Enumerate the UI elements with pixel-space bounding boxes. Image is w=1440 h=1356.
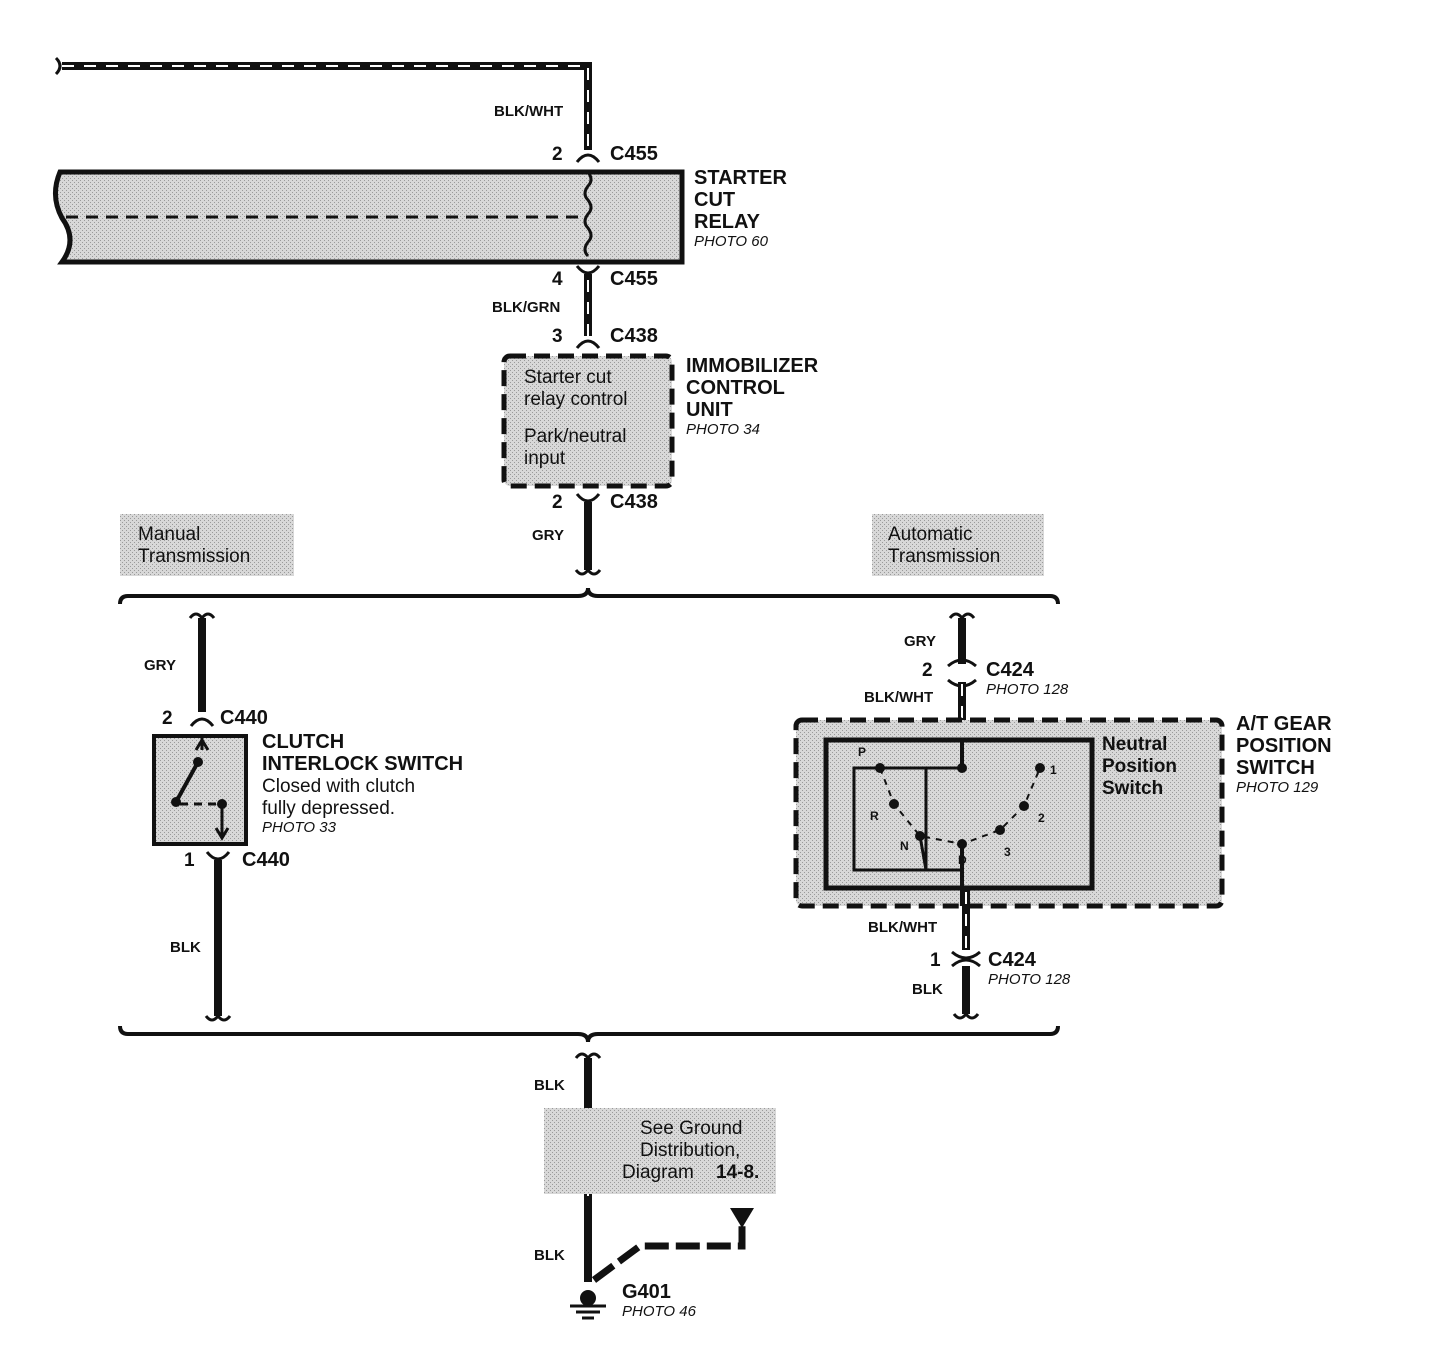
svg-text:C455: C455: [610, 143, 658, 165]
svg-text:Switch: Switch: [1102, 778, 1163, 799]
svg-text:1: 1: [184, 850, 195, 871]
starter-cut-relay-title: STARTER: [694, 167, 788, 189]
svg-text:PHOTO 128: PHOTO 128: [986, 681, 1069, 698]
svg-text:BLK/GRN: BLK/GRN: [492, 299, 560, 316]
connector-c438-bottom: 2 C438: [552, 491, 658, 513]
clutch-switch-title: CLUTCH: [262, 731, 344, 753]
svg-text:3: 3: [1004, 845, 1011, 859]
svg-text:D: D: [958, 853, 967, 867]
clutch-interlock-switch: [152, 734, 248, 846]
svg-text:PHOTO 46: PHOTO 46: [622, 1303, 697, 1320]
svg-text:GRY: GRY: [144, 657, 176, 674]
svg-text:14-8.: 14-8.: [716, 1162, 759, 1183]
note-automatic-transmission: Automatic Transmission: [872, 514, 1044, 576]
branch-bracket-top: [118, 587, 1060, 605]
wire-auto-in: [948, 612, 976, 664]
svg-text:Transmission: Transmission: [888, 546, 1000, 567]
at-gear-position-switch: [793, 717, 1225, 909]
svg-text:C424: C424: [988, 949, 1037, 971]
svg-text:SWITCH: SWITCH: [1236, 757, 1315, 779]
svg-text:4: 4: [552, 269, 563, 290]
svg-text:C440: C440: [220, 707, 268, 729]
svg-text:BLK: BLK: [170, 939, 201, 956]
wire-manual-out: [204, 860, 232, 1022]
wire-immob-out: [574, 502, 602, 576]
svg-text:BLK: BLK: [912, 981, 943, 998]
svg-text:N: N: [900, 839, 909, 853]
svg-text:PHOTO 128: PHOTO 128: [988, 971, 1071, 988]
immobilizer-control-unit: [501, 353, 675, 489]
svg-text:C424: C424: [986, 659, 1035, 681]
svg-text:PHOTO 129: PHOTO 129: [1236, 779, 1319, 796]
ground-name: G401: [622, 1281, 671, 1303]
svg-text:2: 2: [162, 708, 173, 729]
svg-text:Distribution,: Distribution,: [640, 1140, 740, 1161]
connector-c424-bottom: 1 C424 PHOTO 128: [930, 949, 1071, 988]
svg-text:CUT: CUT: [694, 189, 735, 211]
svg-text:1: 1: [1050, 763, 1057, 777]
svg-text:1: 1: [930, 950, 941, 971]
svg-text:BLK/WHT: BLK/WHT: [864, 689, 933, 706]
wire-auto-out2: [952, 966, 980, 1020]
photo-ref: PHOTO 60: [694, 233, 769, 250]
wire-manual-in: [188, 612, 216, 712]
svg-text:Diagram: Diagram: [622, 1162, 694, 1183]
top-wire: [54, 56, 592, 150]
svg-text:Park/neutral: Park/neutral: [524, 426, 626, 447]
starter-cut-relay: [53, 169, 685, 265]
svg-text:BLK/WHT: BLK/WHT: [868, 919, 937, 936]
svg-text:relay control: relay control: [524, 389, 628, 410]
svg-text:Neutral: Neutral: [1102, 734, 1167, 755]
svg-text:PHOTO 33: PHOTO 33: [262, 819, 337, 836]
note-manual-transmission: Manual Transmission: [120, 514, 294, 576]
svg-text:fully depressed.: fully depressed.: [262, 798, 395, 819]
svg-text:2: 2: [552, 144, 563, 165]
svg-text:2: 2: [922, 660, 933, 681]
ground-symbol-icon: [570, 1290, 606, 1320]
svg-text:PHOTO 34: PHOTO 34: [686, 421, 760, 438]
svg-text:C440: C440: [242, 849, 290, 871]
connector-c424-top: 2 C424 PHOTO 128: [922, 658, 1069, 698]
svg-text:Manual: Manual: [138, 524, 200, 545]
svg-text:INTERLOCK SWITCH: INTERLOCK SWITCH: [262, 753, 463, 775]
svg-text:C455: C455: [610, 268, 658, 290]
svg-text:Starter cut: Starter cut: [524, 367, 612, 388]
svg-text:Automatic: Automatic: [888, 524, 972, 545]
svg-text:input: input: [524, 448, 566, 469]
svg-text:RELAY: RELAY: [694, 211, 761, 233]
svg-text:GRY: GRY: [532, 527, 564, 544]
svg-text:C438: C438: [610, 491, 658, 513]
connector-c455-top: 2 C455: [552, 143, 658, 165]
svg-text:Closed with clutch: Closed with clutch: [262, 776, 415, 797]
gear-switch-title: A/T GEAR: [1236, 713, 1332, 735]
svg-text:2: 2: [552, 492, 563, 513]
wire-label-top: BLK/WHT: [494, 103, 563, 120]
svg-text:2: 2: [1038, 811, 1045, 825]
svg-text:P: P: [858, 745, 866, 759]
svg-text:See Ground: See Ground: [640, 1118, 742, 1139]
branch-bracket-bottom: [118, 1025, 1060, 1043]
svg-text:POSITION: POSITION: [1236, 735, 1332, 757]
svg-text:UNIT: UNIT: [686, 399, 733, 421]
shield-drain: [591, 1208, 754, 1283]
note-ground-distribution: See Ground Distribution, Diagram 14-8.: [544, 1108, 776, 1194]
svg-text:CONTROL: CONTROL: [686, 377, 785, 399]
svg-text:3: 3: [552, 326, 563, 347]
connector-c440-top: 2 C440: [162, 707, 268, 729]
svg-text:BLK: BLK: [534, 1077, 565, 1094]
svg-text:BLK: BLK: [534, 1247, 565, 1264]
svg-text:C438: C438: [610, 325, 658, 347]
immobilizer-title: IMMOBILIZER: [686, 355, 819, 377]
svg-text:Transmission: Transmission: [138, 546, 250, 567]
connector-c455-bottom: 4 C455: [552, 265, 658, 290]
svg-text:Position: Position: [1102, 756, 1177, 777]
connector-c438-top: 3 C438: [552, 325, 658, 349]
svg-text:GRY: GRY: [904, 633, 936, 650]
svg-text:R: R: [870, 809, 879, 823]
connector-c440-bottom: 1 C440: [184, 849, 290, 871]
